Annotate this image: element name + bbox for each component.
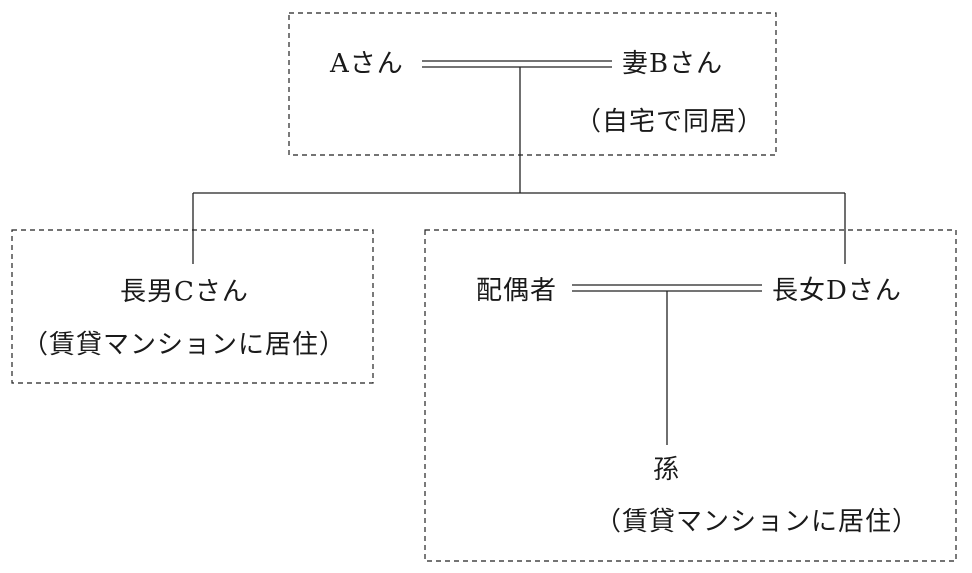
wife-b-label: 妻Bさん [622,49,724,79]
person-a-label: Aさん [330,49,404,79]
spouse-label: 配偶者 [476,276,558,306]
daughter-residence-note: （賃貸マンションに居住） [595,507,920,537]
household-box-daughter [424,229,957,562]
grandchild-label: 孫 [653,455,681,485]
parents-residence-note: （自宅で同居） [575,107,765,137]
household-box-parents [288,12,777,156]
son-residence-note: （賃貸マンションに居住） [22,330,347,360]
daughter-d-label: 長女Dさん [772,276,902,306]
son-c-label: 長男Cさん [120,277,249,307]
